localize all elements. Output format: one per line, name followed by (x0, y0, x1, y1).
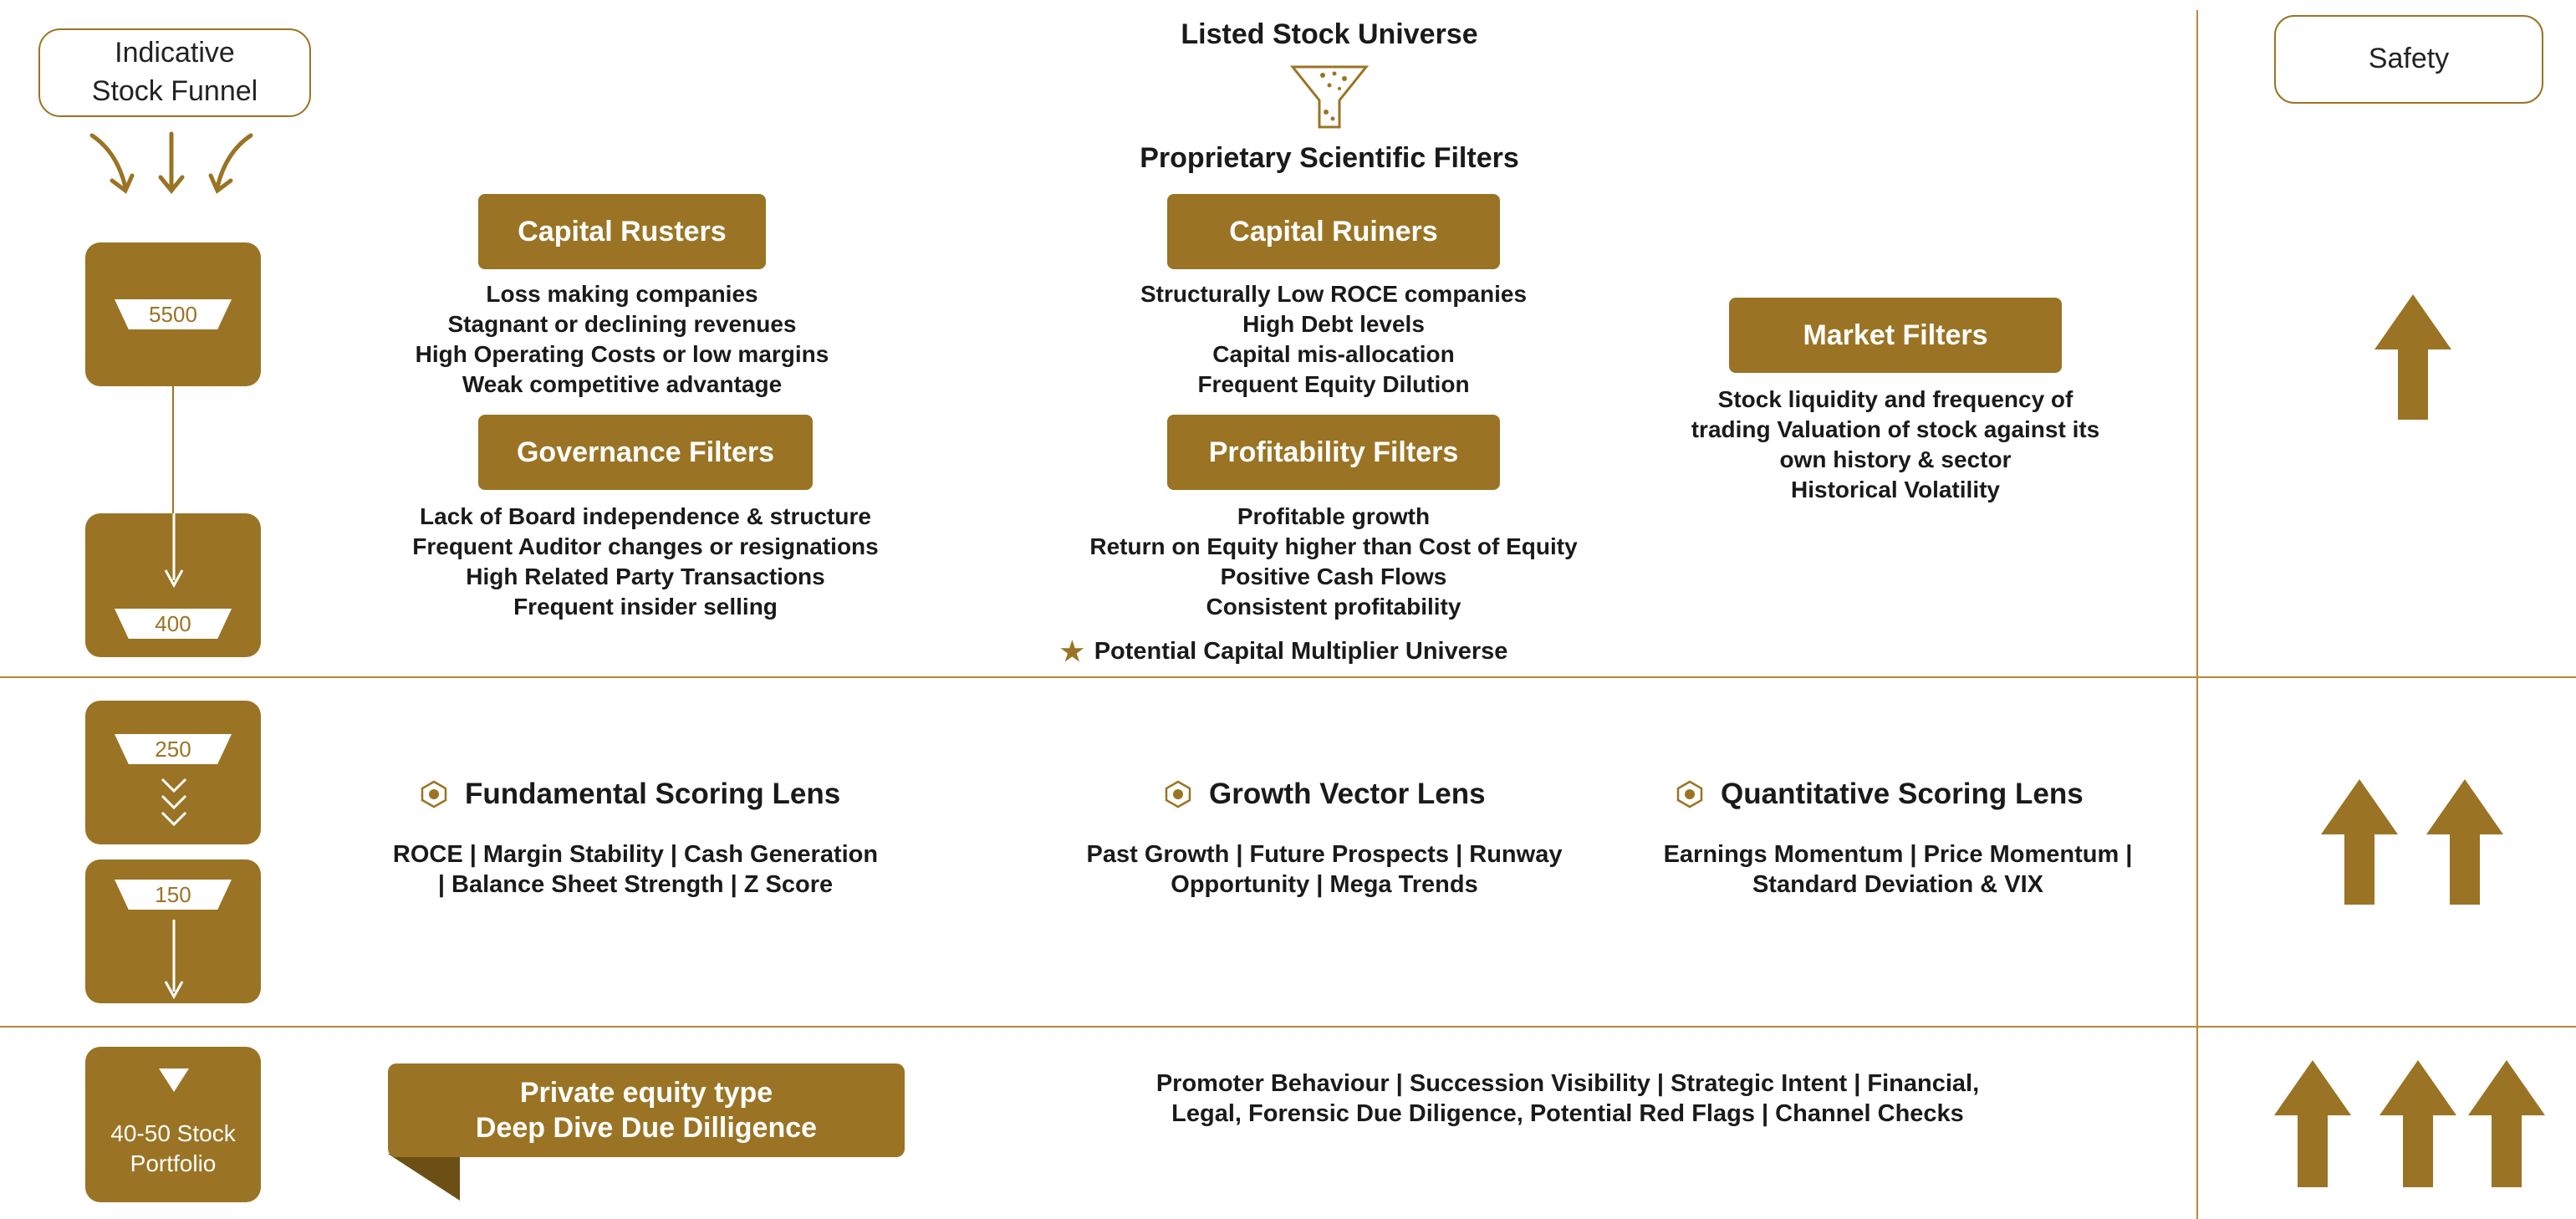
banner-fold-icon (388, 1154, 460, 1201)
down-arrow-icon (164, 513, 184, 589)
list-item: Capital mis-allocation (1212, 341, 1455, 367)
due-diligence-banner: Private equity type Deep Dive Due Dillig… (388, 1063, 905, 1157)
funnel-stage-400-label: 400 (115, 609, 232, 639)
fundamental-lens-text: ROCE | Margin Stability | Cash Generatio… (351, 839, 920, 900)
multiplier-note-text: Potential Capital Multiplier Universe (1094, 637, 1508, 665)
list-item: Historical Volatility (1791, 477, 2000, 502)
safety-arrow-icon (2426, 779, 2503, 905)
universe-title: Listed Stock Universe (1181, 18, 1478, 50)
list-item: Frequent insider selling (513, 594, 778, 620)
hexagon-bullet-icon (1676, 780, 1703, 808)
funnel-stage-400-box: 400 (85, 513, 261, 657)
star-icon: ★ (1060, 636, 1084, 666)
funnel-title-line1: Indicative (115, 37, 235, 69)
down-triangle-icon (159, 1069, 189, 1092)
details-line: Legal, Forensic Due Diligence, Potential… (1171, 1100, 1964, 1127)
list-item: High Debt levels (1242, 311, 1425, 337)
funnel-icon (1289, 65, 1370, 129)
list-item: Loss making companies (486, 281, 758, 307)
market-filters-header: Market Filters (1729, 298, 2062, 373)
funnel-stage-5500-label: 5500 (115, 299, 232, 329)
portfolio-line2: Portfolio (130, 1150, 217, 1176)
chevrons-down-icon (161, 778, 187, 827)
row-divider-1 (0, 676, 2576, 678)
funnel-title-line2: Stock Funnel (91, 75, 258, 107)
banner-line1: Private equity type (519, 1077, 773, 1109)
market-filters-list: Stock liquidity and frequency of trading… (1639, 385, 2152, 505)
profitability-filters-header: Profitability Filters (1167, 415, 1500, 490)
funnel-portfolio-box: 40-50 Stock Portfolio (85, 1047, 261, 1202)
list-item: High Related Party Transactions (466, 564, 825, 589)
growth-lens-text: Past Growth | Future Prospects | Runway … (1040, 839, 1609, 900)
funnel-stage-150-box: 150 (85, 859, 261, 1003)
converging-arrows-icon (89, 131, 253, 194)
safety-arrow-icon (2274, 1060, 2351, 1187)
safety-arrow-icon (2321, 779, 2398, 905)
capital-ruiners-header: Capital Ruiners (1167, 194, 1500, 269)
quantitative-lens-title: Quantitative Scoring Lens (1676, 778, 2084, 811)
capital-rusters-header: Capital Rusters (478, 194, 766, 269)
lens-title-text: Fundamental Scoring Lens (465, 778, 841, 810)
profitability-filters-list: Profitable growth Return on Equity highe… (1028, 502, 1639, 622)
lens-line: Past Growth | Future Prospects | Runway (1086, 841, 1563, 868)
banner-line2: Deep Dive Due Dilligence (475, 1112, 818, 1144)
lens-line: ROCE | Margin Stability | Cash Generatio… (392, 841, 879, 868)
lens-line: Standard Deviation & VIX (1752, 871, 2044, 898)
list-item: Consistent profitability (1206, 594, 1461, 620)
safety-arrow-icon (2375, 294, 2451, 420)
funnel-connector-line (172, 386, 174, 570)
hexagon-bullet-icon (421, 780, 447, 808)
list-item: Structurally Low ROCE companies (1140, 281, 1528, 307)
multiplier-note: ★ Potential Capital Multiplier Universe (1060, 635, 1507, 667)
safety-arrow-icon (2468, 1060, 2545, 1187)
list-item: Return on Equity higher than Cost of Equ… (1089, 533, 1578, 559)
funnel-stage-150-label: 150 (115, 880, 232, 910)
safety-column-divider (2196, 10, 2198, 1219)
list-item: own history & sector (1779, 446, 2012, 472)
list-item: Stock liquidity and frequency of (1717, 386, 2074, 412)
governance-filters-header: Governance Filters (478, 415, 813, 490)
hexagon-bullet-icon (1165, 780, 1191, 808)
list-item: Lack of Board independence & structure (420, 503, 871, 529)
safety-arrow-icon (2380, 1060, 2456, 1187)
list-item: Positive Cash Flows (1220, 564, 1447, 589)
portfolio-line1: 40-50 Stock (110, 1120, 236, 1146)
list-item: Profitable growth (1237, 503, 1431, 529)
list-item: Frequent Auditor changes or resignations (412, 533, 879, 559)
safety-pill: Safety (2274, 15, 2543, 104)
funnel-title-pill: Indicative Stock Funnel (38, 28, 311, 117)
down-arrow-icon (164, 920, 184, 1000)
quantitative-lens-text: Earnings Momentum | Price Momentum | Sta… (1622, 839, 2174, 900)
fundamental-lens-title: Fundamental Scoring Lens (420, 778, 840, 811)
universe-subtitle: Proprietary Scientific Filters (1140, 142, 1519, 174)
details-line: Promoter Behaviour | Succession Visibili… (1155, 1070, 1980, 1097)
lens-title-text: Growth Vector Lens (1209, 778, 1486, 810)
funnel-stage-5500-box: 5500 (85, 242, 261, 386)
list-item: High Operating Costs or low margins (415, 341, 829, 367)
growth-lens-title: Growth Vector Lens (1164, 778, 1486, 811)
capital-ruiners-list: Structurally Low ROCE companies High Deb… (1045, 279, 1622, 400)
lens-line: Earnings Momentum | Price Momentum | (1663, 841, 2133, 868)
lens-line: Opportunity | Mega Trends (1171, 871, 1478, 898)
governance-filters-list: Lack of Board independence & structure F… (334, 502, 956, 622)
lens-title-text: Quantitative Scoring Lens (1721, 778, 2084, 810)
list-item: Weak competitive advantage (462, 371, 783, 397)
list-item: trading Valuation of stock against its (1691, 416, 2100, 442)
list-item: Frequent Equity Dilution (1197, 371, 1470, 397)
due-diligence-details: Promoter Behaviour | Succession Visibili… (1087, 1069, 2048, 1129)
capital-rusters-list: Loss making companies Stagnant or declin… (334, 279, 910, 400)
lens-line: | Balance Sheet Strength | Z Score (437, 871, 834, 898)
funnel-stage-250-box: 250 (85, 701, 261, 844)
row-divider-2 (0, 1026, 2576, 1028)
funnel-stage-250-label: 250 (115, 734, 232, 764)
list-item: Stagnant or declining revenues (447, 311, 797, 337)
